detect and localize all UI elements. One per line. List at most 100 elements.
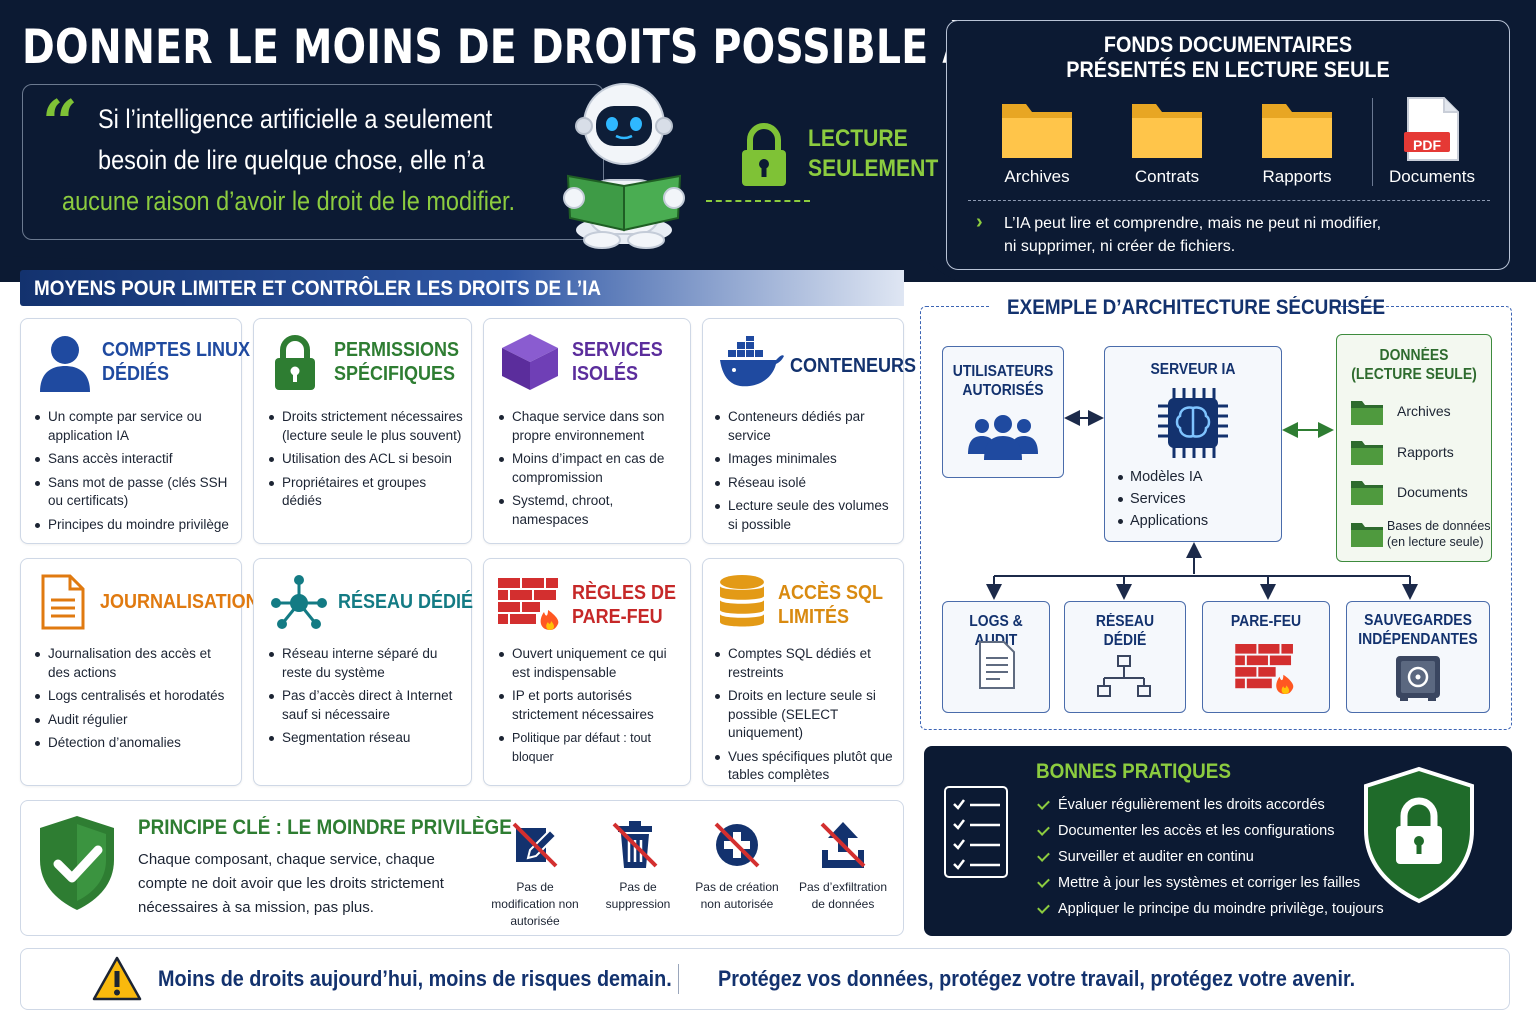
arch-data-title: DONNÉES(LECTURE SEULE) <box>1351 347 1477 383</box>
card-bullets: Comptes SQL dédiés et restreints Droits … <box>714 645 900 790</box>
list-item: Modèles IA <box>1118 466 1208 488</box>
folder-label-archives: Archives <box>1004 167 1070 186</box>
docker-icon <box>720 336 784 387</box>
card-bullets: Réseau interne séparé du reste du systèm… <box>268 645 468 753</box>
card-bullets: Conteneurs dédiés par service Images min… <box>714 408 900 539</box>
fonds-title: FONDS DOCUMENTAIRES PRÉSENTÉS EN LECTURE… <box>1066 32 1390 82</box>
architecture-connectors <box>986 410 1418 600</box>
card-bullets: Un compte par service ou application IA … <box>34 408 234 539</box>
document-icon <box>979 641 1015 689</box>
list-item: Lecture seule des volumes si possible <box>714 497 900 534</box>
no-edit-icon <box>512 822 558 868</box>
footer-slogan-right: Protégez vos données, protégez votre tra… <box>718 966 1356 991</box>
list-item: Utilisation des ACL si besoin <box>268 450 468 469</box>
network-hub-icon <box>271 575 327 629</box>
read-only-label: LECTURE SEULEMENT <box>808 125 939 182</box>
no-exfiltration-icon <box>820 822 866 868</box>
card-title: CONTENEURS <box>790 355 917 377</box>
folder-label-contrats: Contrats <box>1134 167 1200 186</box>
arch-firewall-title: PARE-FEU <box>1230 613 1302 630</box>
read-only-connector <box>706 200 810 202</box>
arch-data-item: Documents <box>1397 484 1468 500</box>
list-item: Documenter les accès et les configuratio… <box>1036 818 1384 844</box>
list-item: Politique par défaut : tout bloquer <box>498 729 688 766</box>
list-item: Conteneurs dédiés par service <box>714 408 900 445</box>
folder-icon <box>1002 104 1072 158</box>
list-item: Applications <box>1118 510 1208 532</box>
list-item: Droits en lecture seule si possible (SEL… <box>714 687 900 743</box>
list-item: Pas d’accès direct à Internet sauf si né… <box>268 687 468 724</box>
quote-box <box>22 84 604 240</box>
pdf-badge: PDF <box>1413 137 1441 153</box>
card-bullets: Chaque service dans son propre environne… <box>498 408 688 534</box>
fonds-divider <box>1372 98 1373 186</box>
list-item: Moins d’impact en cas de compromission <box>498 450 688 487</box>
list-item: Un compte par service ou application IA <box>34 408 234 445</box>
card-permissions <box>253 318 472 544</box>
footer-slogan-left: Moins de droits aujourd’hui, moins de ri… <box>158 966 672 991</box>
pdf-document-icon <box>1404 97 1459 161</box>
no-create-label: Pas de création non autorisée <box>695 880 779 911</box>
green-folder-icon <box>1351 523 1383 547</box>
log-document-icon <box>41 574 85 630</box>
card-title: RÉSEAU DÉDIÉ <box>338 591 474 613</box>
list-item: Chaque service dans son propre environne… <box>498 408 688 445</box>
list-item: Ouvert uniquement ce qui est indispensab… <box>498 645 688 682</box>
principe-text: Chaque composant, chaque service, chaque… <box>138 851 444 916</box>
shield-lock-icon <box>1364 766 1474 904</box>
network-topology-icon <box>1097 655 1151 697</box>
arch-server-list: Modèles IA Services Applications <box>1118 466 1208 532</box>
arch-data-item: Rapports <box>1397 444 1454 460</box>
list-item: Images minimales <box>714 450 900 469</box>
list-item: Sans accès interactif <box>34 450 234 469</box>
warning-icon <box>92 956 142 1001</box>
green-folder-icon <box>1351 441 1383 465</box>
list-item: Évaluer régulièrement les droits accordé… <box>1036 792 1384 818</box>
list-item: Sans mot de passe (clés SSH ou certifica… <box>34 474 234 511</box>
bonnes-pratiques-title: BONNES PRATIQUES <box>1036 760 1231 783</box>
list-item: Logs centralisés et horodatés <box>34 687 234 706</box>
no-create-icon <box>714 822 760 868</box>
architecture-title: EXEMPLE D’ARCHITECTURE SÉCURISÉE <box>1007 296 1386 319</box>
list-item: Systemd, chroot, namespaces <box>498 492 688 529</box>
quote-icon: “ <box>42 86 78 159</box>
principe-panel <box>20 800 904 936</box>
list-item: Mettre à jour les systèmes et corriger l… <box>1036 870 1384 896</box>
footer-divider <box>678 964 679 994</box>
architecture-title-background <box>990 294 1330 320</box>
folder-icon <box>1132 104 1202 158</box>
padlock-icon <box>275 335 315 390</box>
list-item: Appliquer le principe du moindre privilè… <box>1036 896 1384 922</box>
moyens-banner <box>20 270 904 306</box>
list-item: Surveiller et auditer en continu <box>1036 844 1384 870</box>
list-item: Principes du moindre privilège <box>34 516 234 535</box>
quote-line-3: aucune raison d’avoir le droit de le mod… <box>62 186 516 216</box>
card-reseau <box>253 558 472 786</box>
card-bullets: Journalisation des accès et des actions … <box>34 645 234 758</box>
list-item: Réseau isolé <box>714 474 900 493</box>
documents-label: Documents <box>1389 167 1475 186</box>
no-edit-label: Pas de modification non autorisée <box>491 880 579 928</box>
card-bullets: Droits strictement nécessaires (lecture … <box>268 408 468 516</box>
list-item: Vues spécifiques plutôt que tables compl… <box>714 748 900 785</box>
list-item: Droits strictement nécessaires (lecture … <box>268 408 468 445</box>
no-exfiltration-label: Pas d’exfiltration de données <box>798 880 888 911</box>
folder-label-rapports: Rapports <box>1262 167 1332 186</box>
list-item: Comptes SQL dédiés et restreints <box>714 645 900 682</box>
fonds-rule <box>968 200 1490 201</box>
arch-data-item: Archives <box>1397 403 1451 419</box>
users-group-icon <box>968 415 1038 460</box>
list-item: Audit régulier <box>34 711 234 730</box>
list-item: Réseau interne séparé du reste du systèm… <box>268 645 468 682</box>
lock-icon <box>742 123 786 186</box>
bonnes-pratiques-list: Évaluer régulièrement les droits accordé… <box>1036 792 1384 922</box>
green-folder-icon <box>1351 481 1383 505</box>
card-bullets: Ouvert uniquement ce qui est indispensab… <box>498 645 688 771</box>
